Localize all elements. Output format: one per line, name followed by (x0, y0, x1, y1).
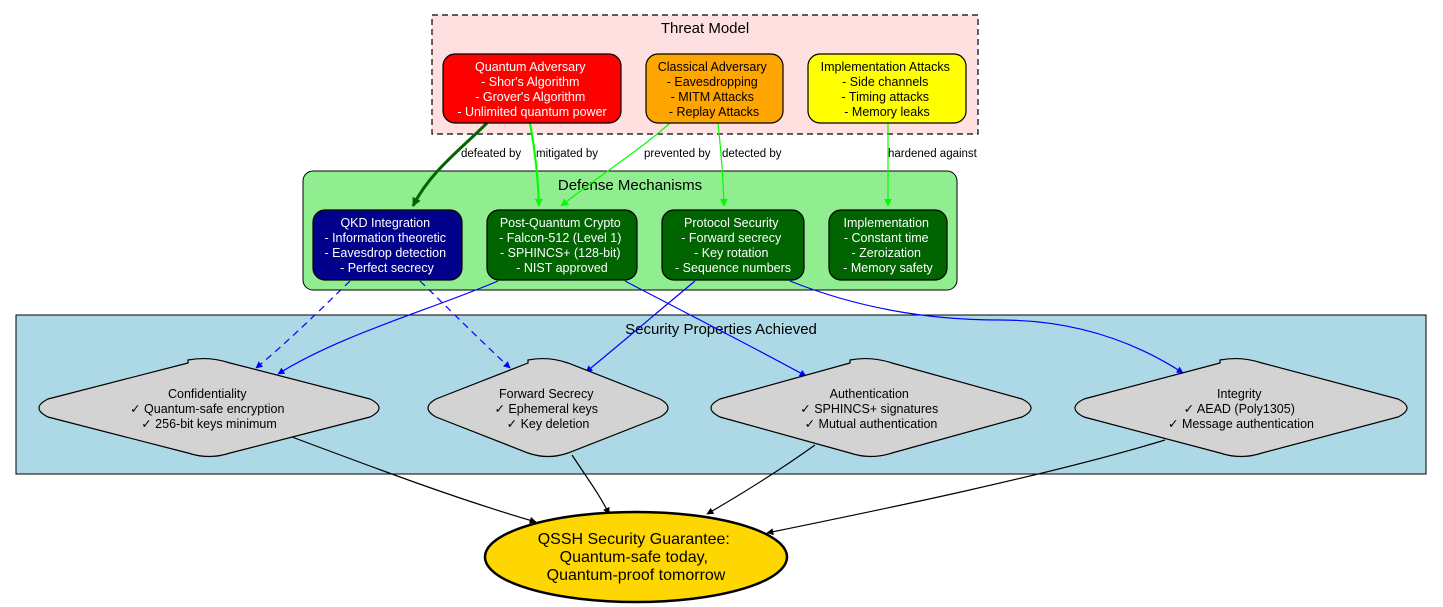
edge-integrity-guarantee (766, 439, 1166, 536)
edge-protocol-forward (585, 280, 696, 373)
node-confidentiality: Confidentiality ✓ Quantum-safe encryptio… (38, 357, 380, 458)
edge-pqc-confidentiality (277, 280, 499, 375)
edges-properties-guarantee (291, 436, 1166, 536)
edge-protocol-integrity (789, 280, 1184, 374)
svg-text:Forward Secrecy ✓ Epheme: Forward Secrecy ✓ Ephemeral keys ✓ Key d… (494, 387, 601, 431)
edge-classical-pqc (560, 122, 671, 207)
edge-pqc-authentication (624, 280, 807, 377)
svg-text:Classical Adversary - Ea: Classical Adversary - Eavesdropping - MI… (658, 60, 771, 119)
edge-quantum-pqc (528, 122, 543, 207)
svg-text:Implementation Attacks -: Implementation Attacks - Side channels -… (821, 60, 954, 119)
edge-classical-protocol (717, 122, 728, 207)
edge-qkd-forward (419, 280, 511, 369)
svg-text:QKD Integration - Inform: QKD Integration - Information theoretic … (324, 216, 449, 275)
svg-text:Authentication ✓ SPHINCS: Authentication ✓ SPHINCS+ signatures ✓ M… (800, 387, 941, 431)
edge-forward-guarantee (571, 454, 610, 515)
node-protocol-security: Protocol Security - Forward secrecy - Ke… (661, 209, 805, 281)
node-qkd-integration: QKD Integration - Information theoretic … (312, 209, 463, 281)
node-authentication: Authentication ✓ SPHINCS+ signatures ✓ M… (710, 357, 1032, 458)
edge-label-prevented-by: prevented by (644, 148, 711, 160)
edges-defense-properties (255, 280, 1184, 377)
node-quantum-adversary: Quantum Adversary - Shor's Algorithm - G… (442, 53, 622, 124)
node-qssh-security-guarantee: QSSH Security Guarantee: Quantum-safe to… (483, 510, 789, 604)
node-implementation-defense: Implementation - Constant time - Zeroiza… (828, 209, 948, 281)
edge-label-detected-by: detected by (722, 148, 782, 160)
cluster-title-properties: Security Properties Achieved (625, 321, 817, 338)
edge-label-defeated-by: defeated by (461, 148, 521, 160)
edge-quantum-qkd (411, 121, 489, 207)
edges-threat-defense: defeated by mitigated by prevented by de… (411, 121, 978, 207)
edge-qkd-confidentiality (255, 280, 351, 369)
node-post-quantum-crypto: Post-Quantum Crypto - Falcon-512 (Level … (486, 209, 638, 281)
edge-label-hardened-against: hardened against (888, 148, 978, 160)
node-integrity: Integrity ✓ AEAD (Poly1305) ✓ Message au… (1074, 357, 1408, 458)
svg-text:Protocol Security - Forw: Protocol Security - Forward secrecy - Ke… (675, 216, 791, 275)
edge-label-mitigated-by: mitigated by (536, 148, 598, 160)
svg-text:Integrity ✓ AEAD (Poly13: Integrity ✓ AEAD (Poly1305) ✓ Message au… (1168, 387, 1314, 431)
edge-confidentiality-guarantee (291, 436, 537, 524)
svg-text:Post-Quantum Crypto - Fa: Post-Quantum Crypto - Falcon-512 (Level … (499, 216, 625, 275)
node-forward-secrecy: Forward Secrecy ✓ Ephemeral keys ✓ Key d… (427, 357, 669, 458)
node-implementation-attacks: Implementation Attacks - Side channels -… (807, 53, 967, 124)
svg-text:Implementation - Constan: Implementation - Constant time - Zeroiza… (843, 216, 933, 275)
svg-text:QSSH Security Guarantee:: QSSH Security Guarantee: Quantum-safe to… (538, 531, 735, 584)
node-classical-adversary: Classical Adversary - Eavesdropping - MI… (645, 53, 784, 124)
cluster-title-threat-model: Threat Model (661, 20, 749, 37)
svg-text:Quantum Adversary - Shor: Quantum Adversary - Shor's Algorithm - G… (457, 60, 606, 119)
svg-text:Confidentiality ✓ Quantu: Confidentiality ✓ Quantum-safe encryptio… (130, 387, 288, 431)
edge-authentication-guarantee (706, 444, 816, 515)
